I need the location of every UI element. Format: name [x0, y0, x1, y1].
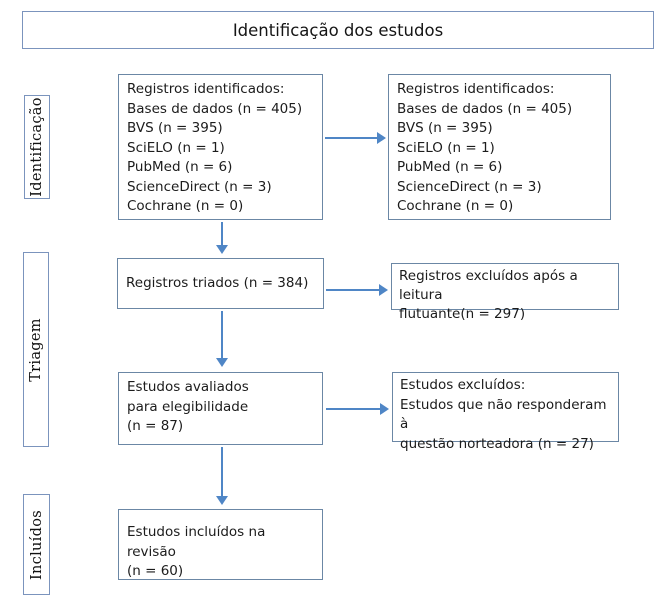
arrow-line [326, 289, 381, 291]
box-text-line: Bases de dados (n = 405) [397, 100, 573, 117]
box-text-line: questão norteadora (n = 27) [400, 435, 594, 452]
box-text-line: Registros triados (n = 384) [126, 274, 309, 291]
arrow-line [221, 222, 223, 247]
arrow-right-excluded-screening-icon [326, 284, 388, 296]
diagram-title: Identificação dos estudos [232, 20, 444, 40]
box-text-line: BVS (n = 395) [127, 120, 223, 136]
stage-incluidos: Incluídos [23, 494, 50, 595]
arrow-right-identified-icon [325, 132, 386, 144]
arrow-head [216, 358, 228, 367]
box-text-line: SciELO (n = 1) [397, 139, 495, 156]
box-identified-left: Registros identificados: Bases de dados (… [118, 74, 323, 220]
box-text-line: (n = 60) [127, 563, 184, 579]
arrow-head [380, 403, 389, 415]
box-text-line: flutuante(n = 297) [399, 306, 526, 322]
box-text-line: PubMed (n = 6) [127, 159, 233, 175]
box-text-line: Estudos excluídos: [400, 377, 526, 393]
stage-triagem-label: Triagem [28, 317, 45, 382]
box-text-line: Estudos incluídos na revisão [127, 524, 266, 560]
box-included-review: Estudos incluídos na revisão (n = 60) [118, 509, 323, 580]
arrow-down-identified-to-screened-icon [216, 222, 228, 254]
box-text-line: Estudos que não responderam à [400, 396, 607, 433]
box-text-line: Cochrane (n = 0) [127, 198, 244, 214]
arrow-line [326, 408, 382, 410]
arrow-line [221, 447, 223, 498]
box-text-line: Estudos avaliados [127, 379, 249, 395]
arrow-down-eligibility-to-included-icon [216, 447, 228, 505]
box-text-line: Registros identificados: [127, 81, 285, 97]
box-assessed-eligibility: Estudos avaliados para elegibilidade (n = … [118, 372, 323, 445]
box-identified-right: Registros identificados: Bases de dados (… [388, 74, 611, 220]
arrow-head [216, 496, 228, 505]
box-text-line: Cochrane (n = 0) [397, 198, 514, 214]
stage-identificacao: Identificação [24, 95, 50, 199]
box-text-line: PubMed (n = 6) [397, 159, 503, 175]
box-text-line: BVS (n = 395) [397, 120, 493, 136]
box-text-line: Registros identificados: [397, 81, 555, 97]
box-excluded-after-screening: Registros excluídos após a leitura flutua… [391, 263, 619, 322]
stage-triagem: Triagem [23, 252, 49, 447]
box-text-line: (n = 87) [127, 418, 184, 434]
stage-incluidos-label: Incluídos [28, 509, 45, 580]
box-text-line: ScienceDirect (n = 3) [397, 178, 542, 195]
box-text-line: para elegibilidade [127, 398, 249, 415]
arrow-head [216, 245, 228, 254]
box-excluded-eligibility: Estudos excluídos: Estudos que não respon… [392, 372, 619, 452]
box-text-line: Bases de dados (n = 405) [127, 100, 303, 117]
arrow-head [379, 284, 388, 296]
box-text-line: SciELO (n = 1) [127, 139, 225, 156]
arrow-head [377, 132, 386, 144]
box-text-line: ScienceDirect (n = 3) [127, 178, 272, 195]
stage-identificacao-label: Identificação [29, 97, 45, 197]
arrow-line [325, 137, 379, 139]
box-text-line: Registros excluídos após a leitura [399, 268, 578, 303]
arrow-right-excluded-eligibility-icon [326, 403, 389, 415]
diagram-title-box: Identificação dos estudos [22, 11, 654, 49]
arrow-line [221, 311, 223, 360]
arrow-down-screened-to-eligibility-icon [216, 311, 228, 367]
box-screened: Registros triados (n = 384) [117, 258, 324, 309]
